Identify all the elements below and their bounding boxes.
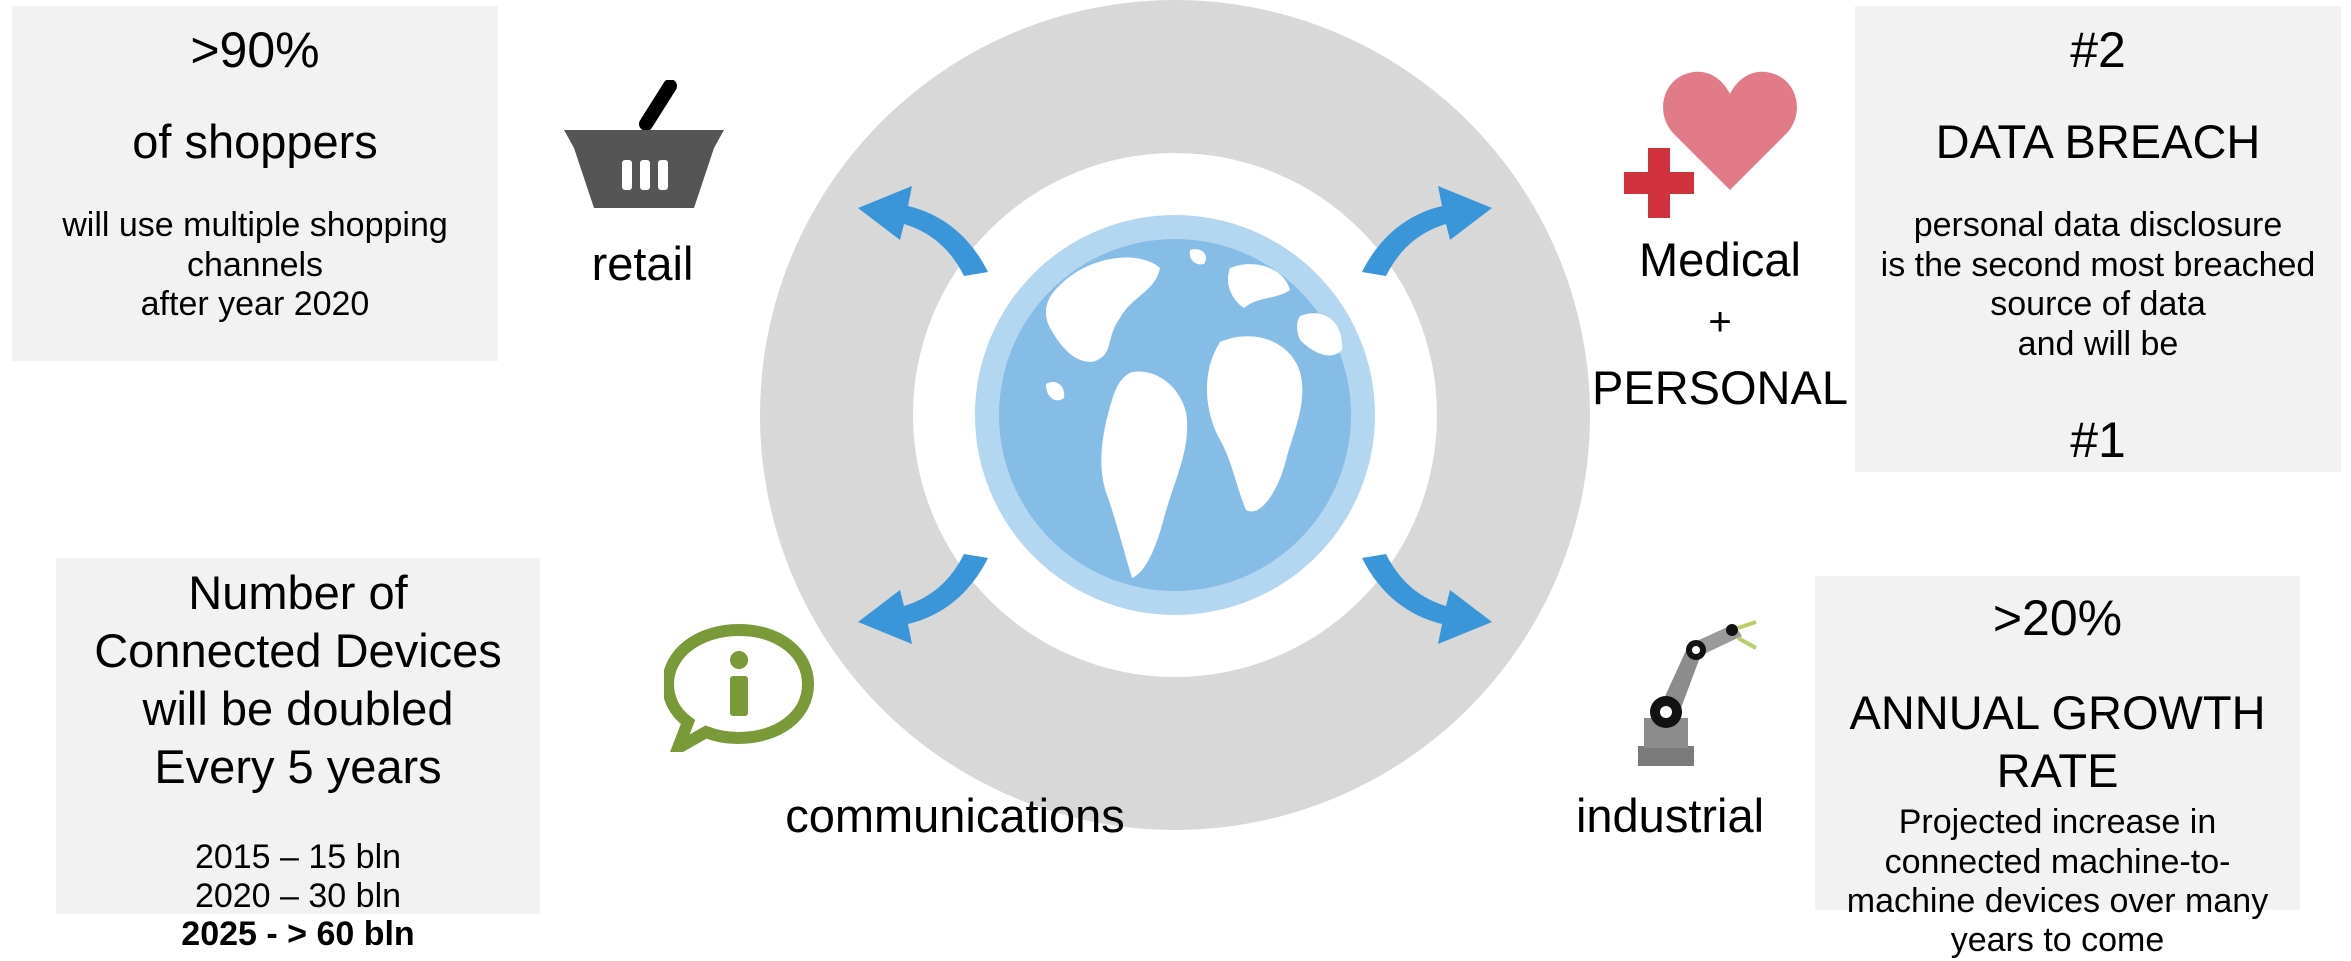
industrial-headline-1: ANNUAL GROWTH [1849, 686, 2266, 739]
medical-detail-3: source of data [1990, 285, 2206, 323]
medical-headline: DATA BREACH [1935, 115, 2261, 168]
industrial-detail-2: connected machine-to- [1884, 843, 2231, 881]
retail-headline: of shoppers [132, 115, 378, 168]
medical-label-line1: Medical [1639, 233, 1801, 286]
globe-diagram [760, 0, 1590, 830]
communications-year-2025: 2025 - > 60 bln [181, 915, 415, 953]
arrow-bottom-right [1362, 554, 1492, 644]
communications-headline-1: Number of [188, 566, 408, 619]
industrial-headline-2: RATE [1996, 744, 2119, 797]
retail-detail-1: will use multiple shopping [62, 206, 448, 244]
retail-panel [12, 6, 498, 361]
medical-panel [1855, 6, 2341, 472]
industrial-label: industrial [1575, 789, 1765, 842]
retail-stat: >90% [190, 22, 320, 78]
medical-detail-1: personal data disclosure [1913, 206, 2283, 244]
arrow-top-left [858, 186, 988, 276]
arrow-icon [858, 186, 1492, 644]
globe-icon [999, 239, 1351, 591]
communications-panel [56, 558, 540, 914]
communications-headline-3: will be doubled [142, 682, 454, 735]
communications-year-2015: 2015 – 15 bln [194, 838, 402, 876]
basket-icon [564, 80, 724, 212]
industrial-detail-1: Projected increase in [1898, 803, 2217, 841]
medical-detail-4: and will be [2017, 325, 2179, 363]
robot-arm-icon [1630, 618, 1760, 768]
communications-headline-2: Connected Devices [94, 624, 502, 677]
communications-year-2020: 2020 – 30 bln [194, 877, 402, 915]
industrial-stat: >20% [1992, 590, 2123, 646]
medical-rank-future: #1 [2070, 412, 2126, 468]
industrial-panel [1815, 576, 2300, 910]
communications-headline-4: Every 5 years [154, 740, 442, 793]
industrial-detail-3: machine devices over many [1846, 882, 2269, 920]
retail-detail-3: after year 2020 [140, 285, 370, 323]
cross-icon [1624, 148, 1694, 218]
medical-detail-2: is the second most breached [1880, 246, 2316, 284]
chat-info-icon [664, 622, 814, 752]
industrial-detail-4: years to come [1950, 921, 2165, 959]
retail-detail-2: channels [186, 246, 324, 284]
communications-label: communications [785, 789, 1125, 842]
medical-label-plus: + [1708, 300, 1732, 344]
heart-icon [1660, 68, 1800, 193]
arrow-top-right [1362, 186, 1492, 276]
medical-rank: #2 [2070, 22, 2126, 78]
retail-label: retail [591, 237, 694, 290]
medical-label-line2: PERSONAL [1592, 361, 1848, 414]
arrow-bottom-left [858, 554, 988, 644]
